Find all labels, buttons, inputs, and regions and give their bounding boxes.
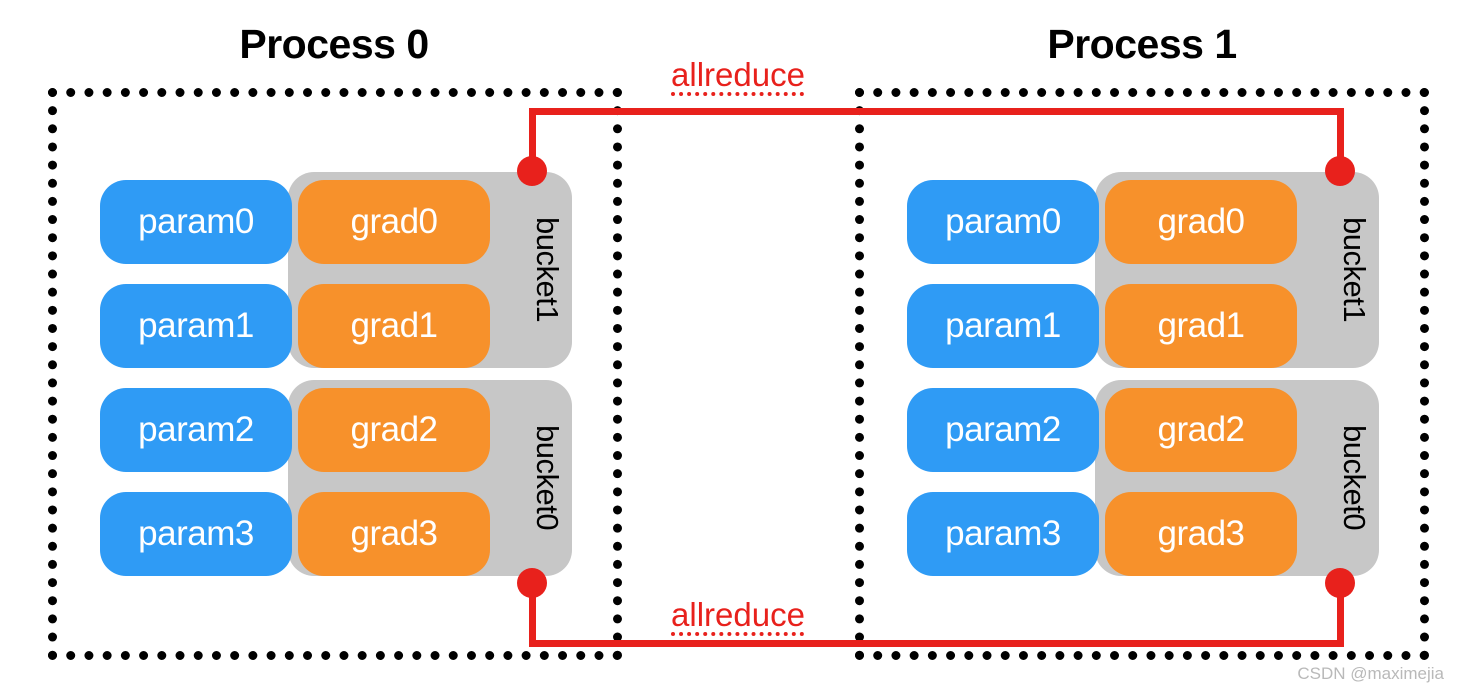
process-0-param2: param2 bbox=[100, 388, 292, 472]
allreduce-bottom-left-node bbox=[517, 568, 547, 598]
allreduce-label-bottom: allreduce bbox=[671, 596, 805, 633]
allreduce-top-left-node bbox=[517, 156, 547, 186]
process-0-param0: param0 bbox=[100, 180, 292, 264]
process-0-title: Process 0 bbox=[239, 21, 429, 67]
process-1-title: Process 1 bbox=[1047, 21, 1237, 67]
process-1-bucket1-label: bucket1 bbox=[1337, 217, 1372, 323]
allreduce-top-right-stem bbox=[1337, 108, 1344, 172]
process-1-param0: param0 bbox=[907, 180, 1099, 264]
process-0-bucket1-label: bucket1 bbox=[530, 217, 565, 323]
allreduce-bottom-bridge bbox=[529, 640, 1344, 647]
process-0-grad0: grad0 bbox=[298, 180, 490, 264]
process-0-param3: param3 bbox=[100, 492, 292, 576]
allreduce-label-top: allreduce bbox=[671, 56, 805, 93]
process-0-grad3: grad3 bbox=[298, 492, 490, 576]
process-1-bucket0-label: bucket0 bbox=[1337, 425, 1372, 531]
allreduce-top-bridge bbox=[529, 108, 1344, 115]
process-1-grad3: grad3 bbox=[1105, 492, 1297, 576]
process-1-grad2: grad2 bbox=[1105, 388, 1297, 472]
allreduce-bottom-left-stem bbox=[529, 583, 536, 647]
process-1-boundary bbox=[855, 88, 1429, 660]
process-0-boundary bbox=[48, 88, 622, 660]
process-1-grad1: grad1 bbox=[1105, 284, 1297, 368]
allreduce-top-right-node bbox=[1325, 156, 1355, 186]
process-0-grad2: grad2 bbox=[298, 388, 490, 472]
process-0-param1: param1 bbox=[100, 284, 292, 368]
process-0-bucket0-label: bucket0 bbox=[530, 425, 565, 531]
process-1-param3: param3 bbox=[907, 492, 1099, 576]
process-1-grad0: grad0 bbox=[1105, 180, 1297, 264]
allreduce-top-left-stem bbox=[529, 108, 536, 172]
allreduce-bottom-right-node bbox=[1325, 568, 1355, 598]
process-1-param2: param2 bbox=[907, 388, 1099, 472]
process-1-param1: param1 bbox=[907, 284, 1099, 368]
csdn-watermark: CSDN @maximejia bbox=[1297, 664, 1444, 683]
allreduce-bottom-right-stem bbox=[1337, 583, 1344, 647]
process-0-grad1: grad1 bbox=[298, 284, 490, 368]
